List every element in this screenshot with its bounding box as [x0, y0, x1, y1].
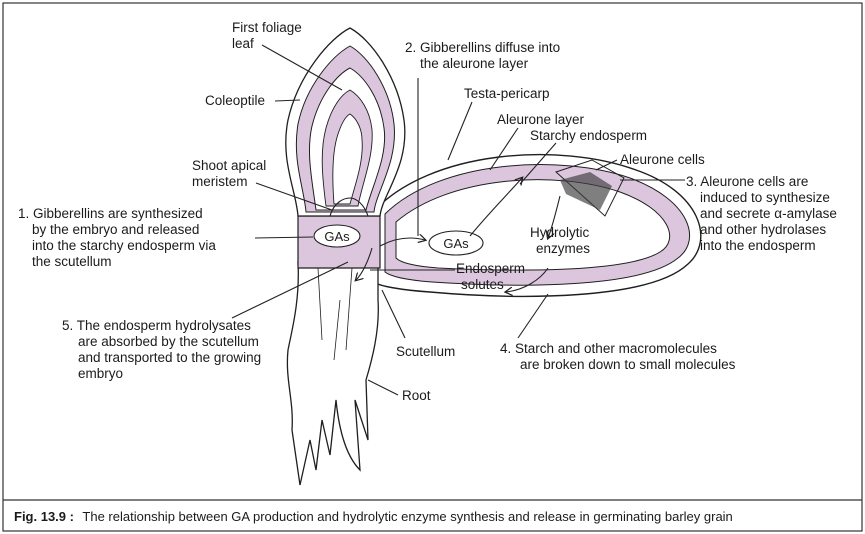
label-testa-pericarp: Testa-pericarp	[464, 86, 550, 101]
label-coleoptile: Coleoptile	[205, 93, 265, 108]
step3-line3: and secrete α-amylase	[700, 206, 837, 221]
step3-line5: into the endosperm	[700, 238, 816, 253]
step3-line4: and other hydrolases	[700, 222, 826, 237]
label-endosperm-solutes-line2: solutes	[461, 277, 504, 292]
label-starchy-endosperm: Starchy endosperm	[530, 128, 647, 143]
label-root: Root	[402, 388, 431, 403]
step2-line1: 2. Gibberellins diffuse into	[405, 40, 560, 55]
svg-text:Fig. 13.9 : The relation: Fig. 13.9 : The relationship between GA …	[14, 508, 733, 525]
step3-line2: induced to synthesize	[700, 190, 830, 205]
figure-caption: Fig. 13.9 : The relationship between GA …	[14, 508, 733, 525]
step4-line1: 4. Starch and other macromolecules	[500, 341, 717, 356]
label-first-foliage-line2: leaf	[232, 36, 254, 51]
step3-line1: 3. Aleurone cells are	[686, 174, 808, 189]
step1-line4: the scutellum	[32, 254, 112, 269]
step5-line4: embryo	[78, 366, 123, 381]
step5-line1: 5. The endosperm hydrolysates	[62, 318, 251, 333]
label-shoot-apical-line1: Shoot apical	[192, 158, 266, 173]
ga-embryo-label: GAs	[324, 229, 350, 244]
label-hydrolytic-line1: Hydrolytic	[530, 225, 590, 240]
label-first-foliage-line1: First foliage	[232, 20, 302, 35]
ga-embryo: GAs	[314, 225, 360, 247]
label-endosperm-solutes-line1: Endosperm	[456, 261, 525, 276]
ga-endosperm-label: GAs	[443, 236, 469, 251]
step5-line3: and transported to the growing	[78, 350, 261, 365]
caption-fig-number: Fig. 13.9 :	[14, 509, 74, 524]
label-aleurone-layer: Aleurone layer	[497, 112, 585, 127]
step1-line1: 1. Gibberellins are synthesized	[18, 206, 203, 221]
step5-line2: are absorbed by the scutellum	[78, 334, 259, 349]
ga-endosperm: GAs	[429, 231, 483, 255]
step1-line2: by the embryo and released	[32, 222, 199, 237]
label-hydrolytic-line2: enzymes	[536, 241, 590, 256]
label-aleurone-cells: Aleurone cells	[620, 152, 705, 167]
step1-line3: into the starchy endosperm via	[32, 238, 216, 253]
step4-line2: are broken down to small molecules	[520, 357, 736, 372]
step2-line2: the aleurone layer	[420, 56, 529, 71]
caption-text: The relationship between GA production a…	[82, 509, 732, 524]
label-scutellum: Scutellum	[396, 344, 455, 359]
label-shoot-apical-line2: meristem	[192, 174, 248, 189]
